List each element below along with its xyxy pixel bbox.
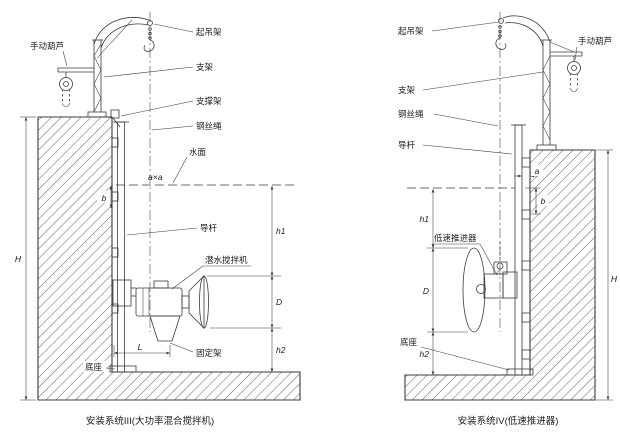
dim-axa-left: a×a (148, 172, 163, 182)
left-manual-hoist (57, 67, 94, 107)
right-guide-rail (506, 124, 534, 376)
left-propeller-bell (188, 275, 205, 329)
left-hook (143, 39, 155, 52)
left-submersible-mixer (112, 275, 209, 342)
right-system: a b h1 D h2 H 起吊架 手动葫芦 支 (398, 12, 620, 427)
right-dimensions: a b h1 D h2 H (420, 149, 620, 401)
left-lower-stand (149, 315, 181, 342)
left-jib-pulley (147, 20, 153, 26)
dim-H-left: H (15, 254, 22, 264)
label-guide-rod-left: 导杆 (200, 223, 218, 233)
label-water-surface-left: 水面 (189, 147, 207, 157)
dim-h1-left: h1 (276, 226, 286, 236)
label-guide-rod-right: 导杆 (398, 140, 416, 150)
dim-b-left: b (102, 193, 107, 203)
left-davit-crane (87, 17, 155, 118)
left-labels: 手动葫芦 起吊架 支架 支撑架 钢丝绳 水面 导杆 潜水搅拌机 固定架 底座 (30, 23, 251, 372)
label-fixing-frame-left: 固定架 (196, 348, 222, 358)
dim-b-right: b (541, 196, 546, 206)
label-base-left: 底座 (85, 362, 103, 372)
left-guide-rail (109, 109, 137, 373)
dim-h2-right: h2 (420, 349, 430, 359)
right-hook (495, 37, 507, 50)
left-caption: 安装系统III(大功率混合搅拌机) (86, 415, 214, 427)
dim-D-right: D (423, 286, 429, 296)
right-jib-pulley (498, 18, 504, 24)
label-support-frame-left: 支撑架 (196, 96, 222, 106)
label-support-left: 支架 (196, 62, 214, 72)
left-base-plate (109, 365, 137, 373)
label-base-right: 底座 (400, 337, 418, 347)
right-davit-crane (495, 15, 557, 151)
dim-h1-right: h1 (420, 214, 430, 224)
dim-L-left: L (138, 342, 143, 352)
right-labels: 起吊架 手动葫芦 支架 钢丝绳 导杆 低速推进器 底座 (398, 21, 612, 371)
left-system: H b a×a h1 D h2 L 手动葫芦 起吊架 支架 (15, 12, 301, 427)
right-slow-propeller (462, 242, 518, 333)
label-wire-rope-right: 钢丝绳 (398, 109, 424, 119)
label-submersible-mixer: 潜水搅拌机 (205, 255, 248, 265)
dim-a-right: a (535, 166, 540, 176)
label-lifting-frame-right: 起吊架 (398, 26, 424, 36)
dim-D-left: D (276, 297, 282, 307)
right-manual-hoist (549, 41, 583, 92)
left-dimensions: H b a×a h1 D h2 L (15, 116, 286, 401)
label-manual-hoist-left: 手动葫芦 (30, 41, 64, 51)
dim-H-right: H (611, 274, 618, 284)
dim-h2-left: h2 (276, 345, 286, 355)
label-support-right: 支架 (398, 85, 416, 95)
left-top-support-bracket (110, 109, 120, 119)
left-wall-and-floor (37, 116, 301, 401)
right-propeller-disc (462, 247, 486, 333)
right-base-plate (506, 368, 534, 376)
right-caption: 安装系统IV(低速推进器) (458, 415, 559, 427)
label-manual-hoist-right: 手动葫芦 (578, 36, 612, 46)
label-slow-propeller: 低速推进器 (434, 233, 477, 243)
label-wire-rope-left: 钢丝绳 (196, 121, 222, 131)
label-lifting-frame-left: 起吊架 (196, 27, 222, 37)
